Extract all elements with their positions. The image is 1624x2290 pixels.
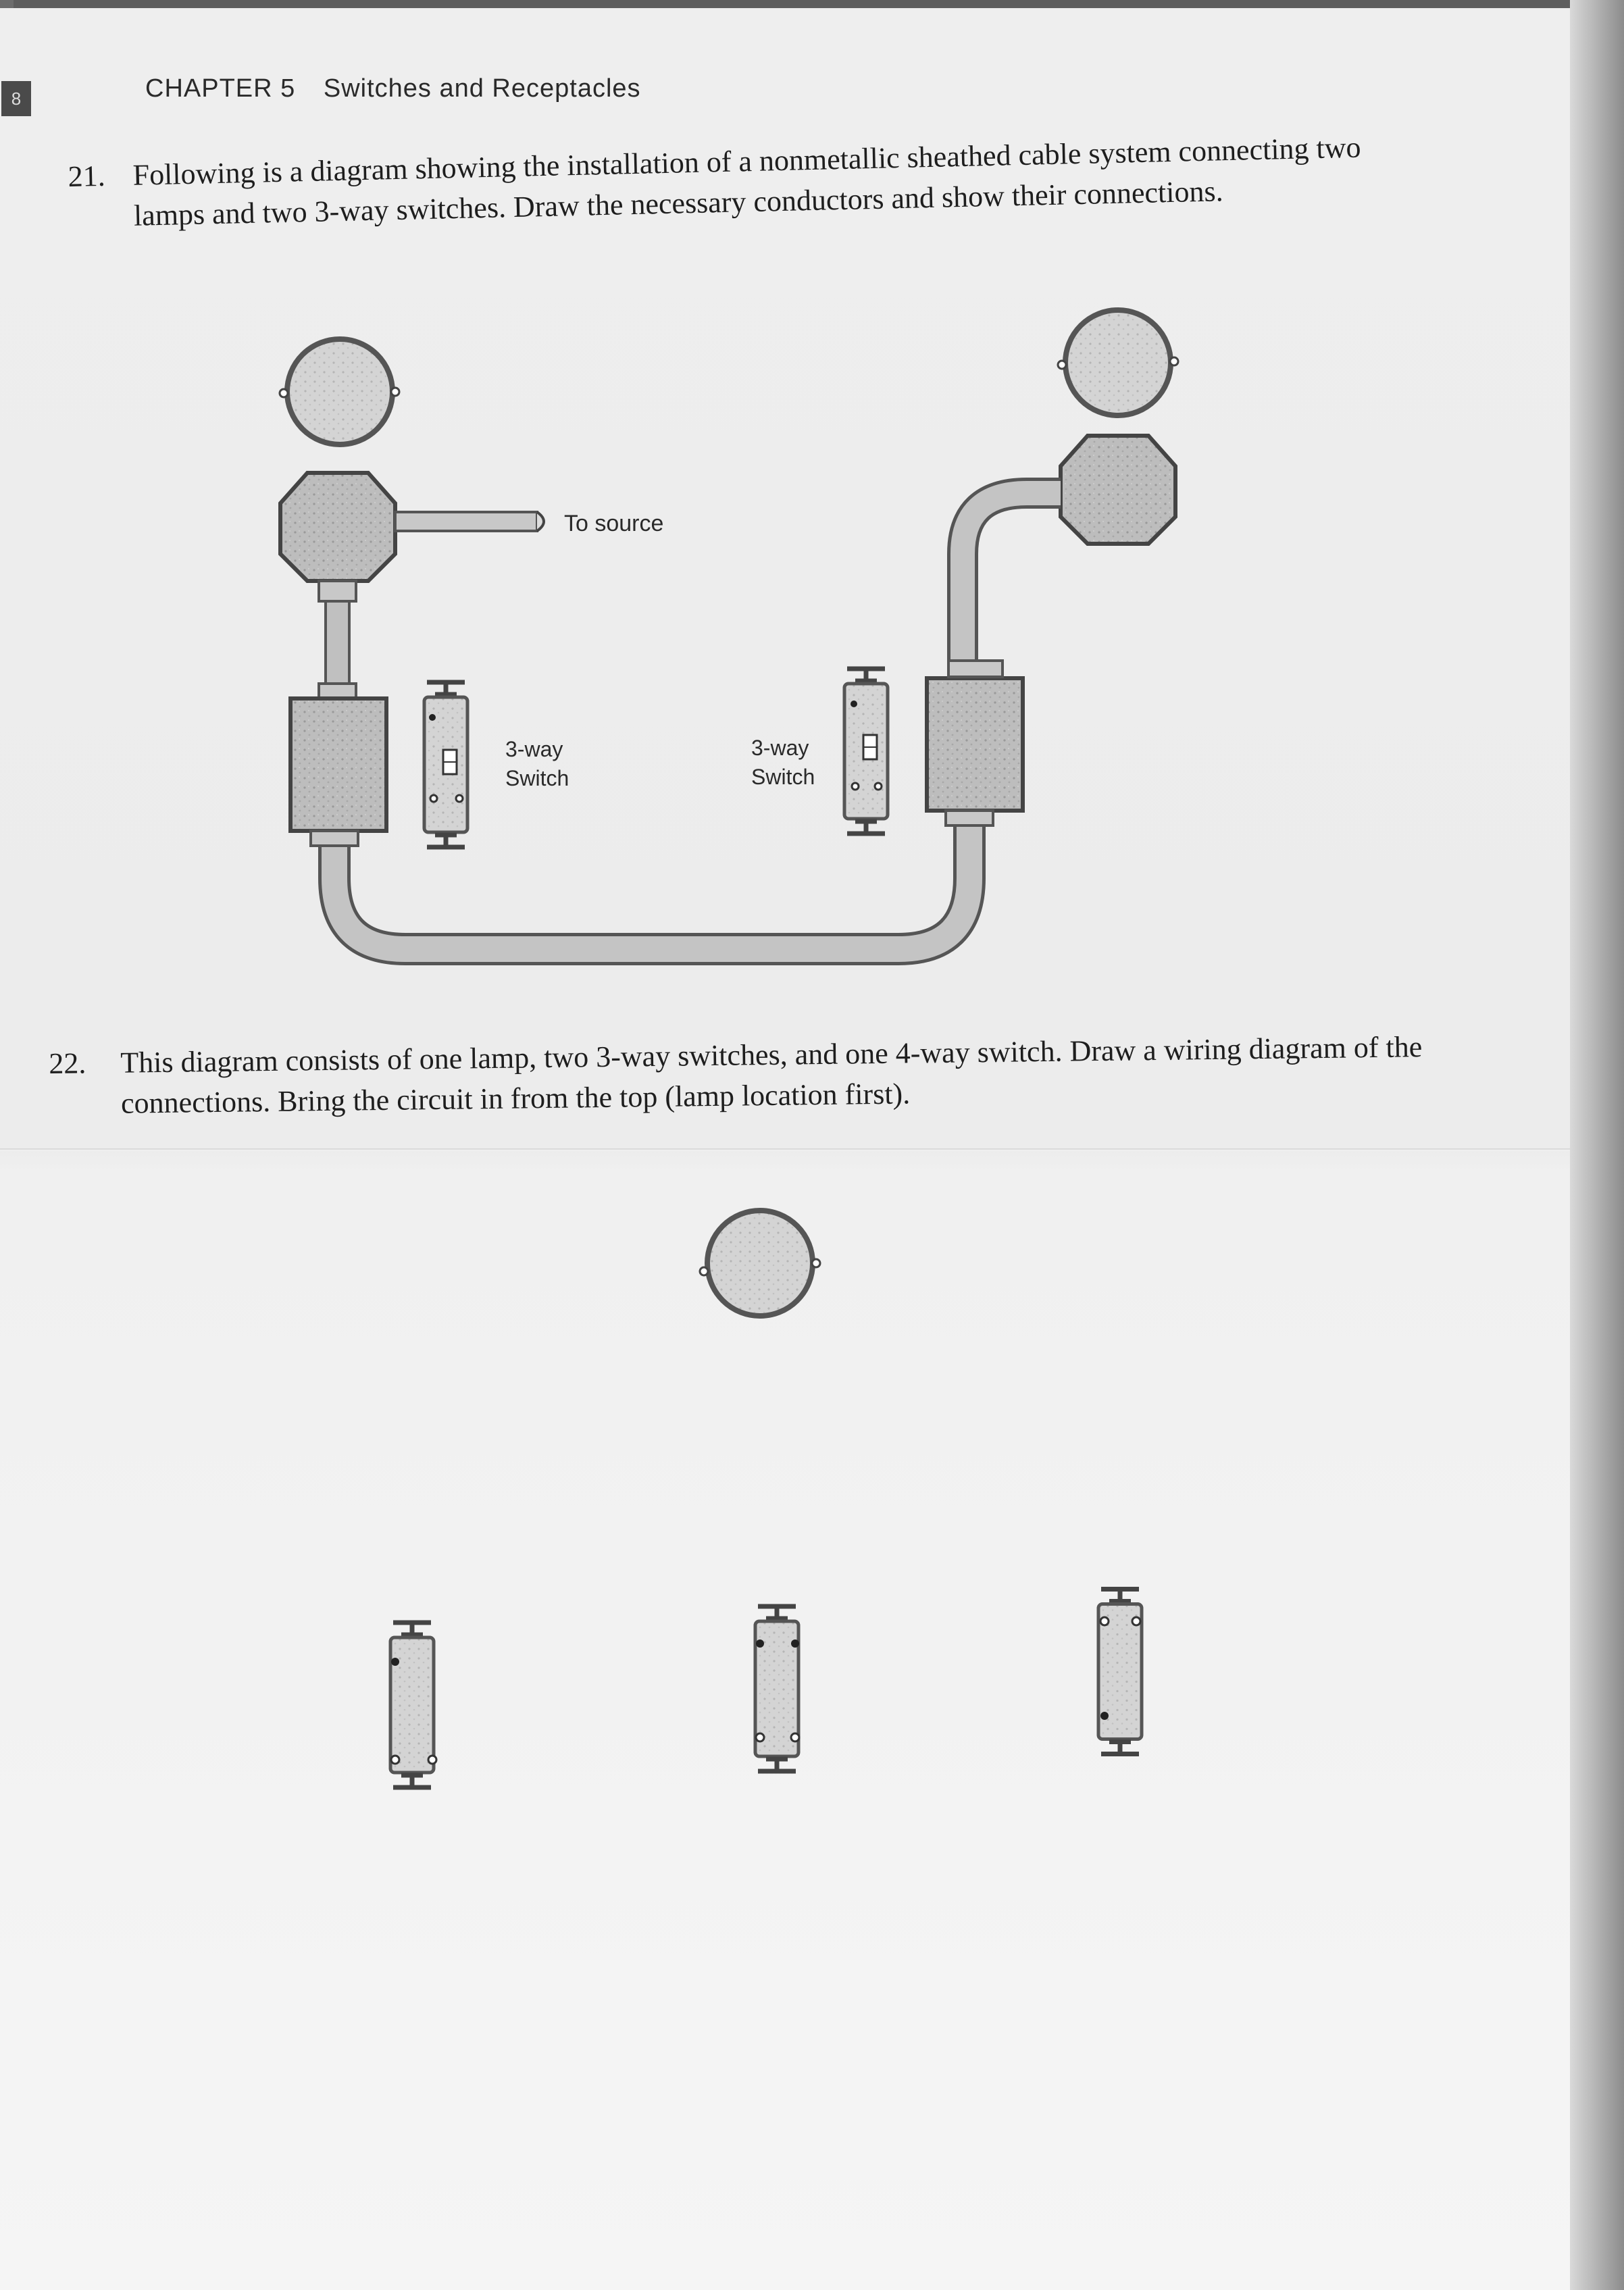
three-way-switch-q22-left xyxy=(390,1623,438,1787)
cable-right-elbow xyxy=(947,478,1061,678)
cable-left-vertical xyxy=(318,580,357,700)
paper-fold xyxy=(0,1148,1601,1151)
switch-box-right xyxy=(925,676,1025,813)
lamp-left xyxy=(278,336,401,447)
junction-box-left xyxy=(278,471,397,583)
switch-left-label-line1: 3-way xyxy=(505,737,563,761)
four-way-switch-q22 xyxy=(755,1606,799,1771)
junction-box-right xyxy=(1059,434,1177,546)
switch-right-label-line2: Switch xyxy=(751,765,815,789)
chapter-header: CHAPTER 5 Switches and Receptacles xyxy=(145,74,641,103)
chapter-number: CHAPTER 5 xyxy=(145,74,296,103)
three-way-switch-right xyxy=(844,669,888,834)
three-way-switch-left xyxy=(424,682,467,847)
switch-box-left xyxy=(288,696,388,833)
page-number: 8 xyxy=(1,81,31,116)
chapter-title: Switches and Receptacles xyxy=(323,74,641,103)
source-label: To source xyxy=(564,511,663,536)
three-way-switch-q22-right xyxy=(1098,1589,1142,1754)
switch-right-label-line1: 3-way xyxy=(751,736,809,760)
switch-left-label-line2: Switch xyxy=(505,766,569,790)
lamp-right xyxy=(1057,307,1179,418)
lamp-q22 xyxy=(699,1208,821,1319)
paper-edge xyxy=(1570,0,1624,2290)
cable-bottom-loop xyxy=(309,809,994,965)
source-cable xyxy=(394,511,545,532)
